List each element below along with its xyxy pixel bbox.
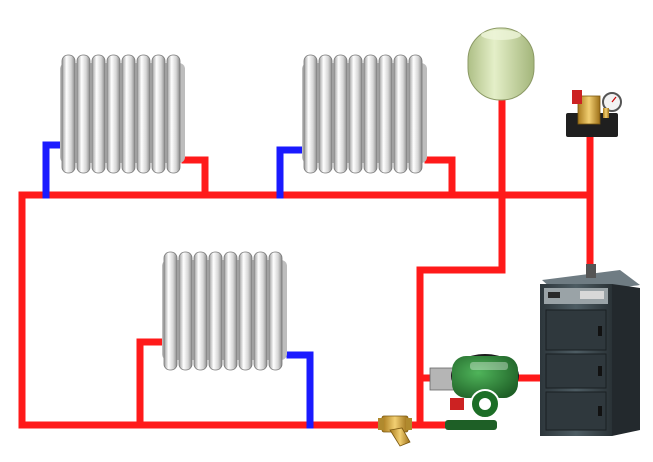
safety-group-icon xyxy=(566,90,622,137)
supply-pipe-left-riser xyxy=(18,191,389,429)
return-branch-radiator-2 xyxy=(276,146,304,199)
radiator-top-right xyxy=(302,54,427,174)
pipe-network xyxy=(18,94,594,429)
supply-pipe-tank-line xyxy=(416,94,506,424)
return-branch-radiator-3 xyxy=(286,351,314,429)
supply-branch-radiator-2 xyxy=(424,156,456,199)
radiator-bottom xyxy=(162,251,287,371)
radiator-icon xyxy=(60,54,185,174)
circulation-pump-icon xyxy=(429,354,519,430)
radiator-icon xyxy=(162,251,287,371)
boiler xyxy=(540,264,640,436)
expansion-tank xyxy=(467,27,535,101)
safety-group xyxy=(566,90,622,137)
strainer-filter-icon xyxy=(378,415,412,447)
expansion-tank-icon xyxy=(467,27,535,101)
solid-fuel-boiler-icon xyxy=(540,264,640,436)
supply-branch-radiator-1 xyxy=(181,156,209,199)
supply-branch-radiator-3 xyxy=(136,338,169,429)
radiator-icon xyxy=(302,54,427,174)
circulation-pump xyxy=(429,354,519,430)
radiator-top-left xyxy=(60,54,185,174)
strainer-filter xyxy=(378,415,412,447)
return-branch-radiator-1 xyxy=(42,141,67,199)
